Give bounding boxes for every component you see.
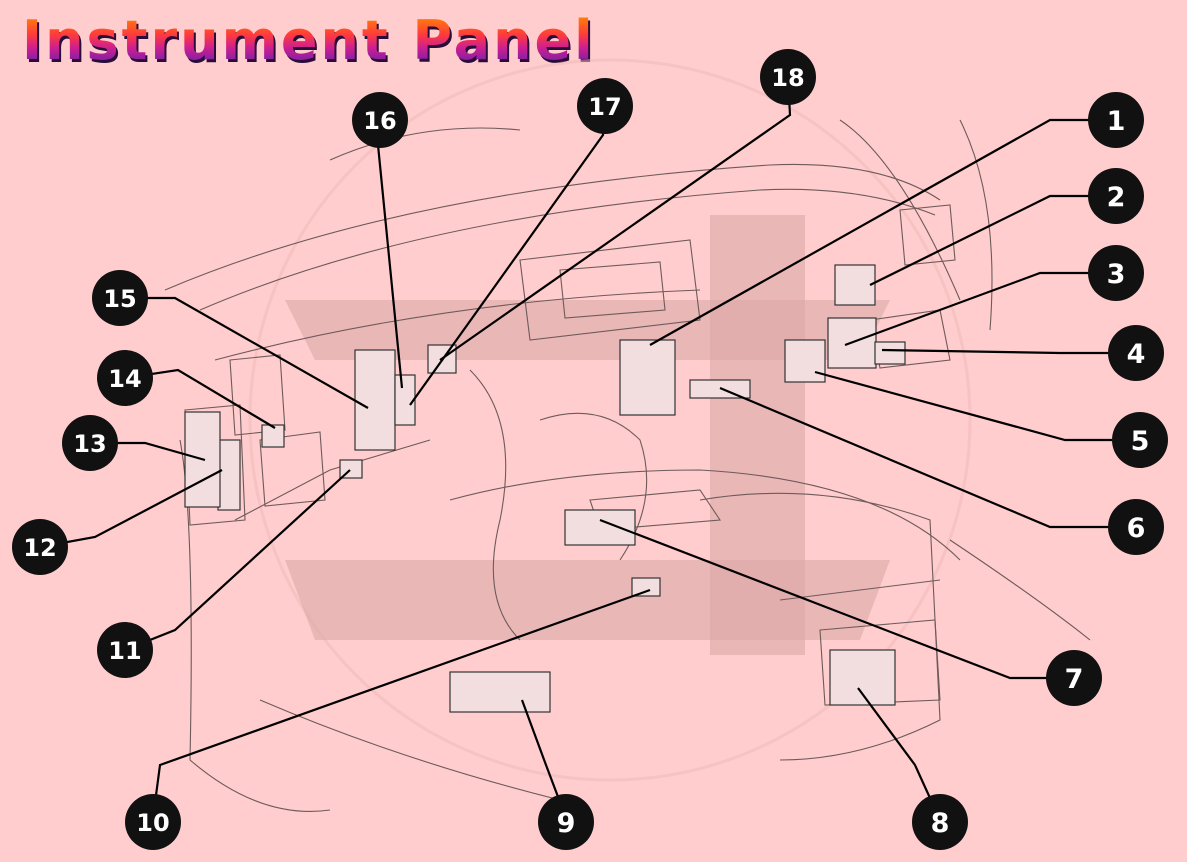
callout-3: 3: [1088, 245, 1144, 301]
svg-text:6: 6: [1127, 513, 1146, 544]
callout-badges: 1 2 3 4 5 6 7 8 9 10 11 12 13 14 15 16 1…: [12, 49, 1168, 850]
svg-text:13: 13: [73, 430, 106, 458]
callout-4: 4: [1108, 325, 1164, 381]
svg-text:9: 9: [557, 808, 576, 839]
part-ecu-8: [829, 649, 896, 706]
part-amplifier-9: [449, 671, 551, 713]
part-relay-2: [834, 264, 876, 306]
callout-13: 13: [62, 415, 118, 471]
callout-9: 9: [538, 794, 594, 850]
part-bracket-4: [874, 341, 906, 365]
svg-text:18: 18: [771, 64, 804, 92]
callout-7: 7: [1046, 650, 1102, 706]
svg-text:2: 2: [1107, 182, 1126, 213]
callout-5: 5: [1112, 412, 1168, 468]
part-junction-block: [619, 339, 676, 416]
page-title: Instrument Panel: [22, 9, 596, 72]
svg-text:16: 16: [363, 107, 396, 135]
callout-16: 16: [352, 92, 408, 148]
svg-text:8: 8: [931, 808, 950, 839]
components: [184, 264, 906, 713]
svg-text:15: 15: [103, 285, 136, 313]
part-fuse-block-12: [217, 439, 241, 511]
callout-14: 14: [97, 350, 153, 406]
svg-text:3: 3: [1107, 259, 1126, 290]
part-relay-block-15: [354, 349, 396, 451]
callout-6: 6: [1108, 499, 1164, 555]
part-connector-14: [261, 424, 285, 448]
part-sensor-10: [631, 577, 661, 597]
callout-12: 12: [12, 519, 68, 575]
callout-1: 1: [1088, 92, 1144, 148]
svg-text:10: 10: [136, 809, 169, 837]
svg-text:11: 11: [108, 637, 141, 665]
svg-text:17: 17: [588, 93, 621, 121]
callout-18: 18: [760, 49, 816, 105]
svg-text:4: 4: [1127, 339, 1146, 370]
dashboard-outline: [164, 119, 1091, 812]
part-module-7: [564, 509, 636, 546]
part-relay-16: [394, 374, 416, 426]
callout-10: 10: [125, 794, 181, 850]
svg-text:12: 12: [23, 534, 56, 562]
svg-text:1: 1: [1107, 106, 1126, 137]
part-relay-5: [784, 339, 826, 383]
callout-2: 2: [1088, 168, 1144, 224]
callout-11: 11: [97, 622, 153, 678]
svg-text:7: 7: [1065, 664, 1084, 695]
callout-17: 17: [577, 78, 633, 134]
svg-text:5: 5: [1131, 426, 1150, 457]
callout-8: 8: [912, 794, 968, 850]
callout-15: 15: [92, 270, 148, 326]
svg-text:14: 14: [108, 365, 141, 393]
